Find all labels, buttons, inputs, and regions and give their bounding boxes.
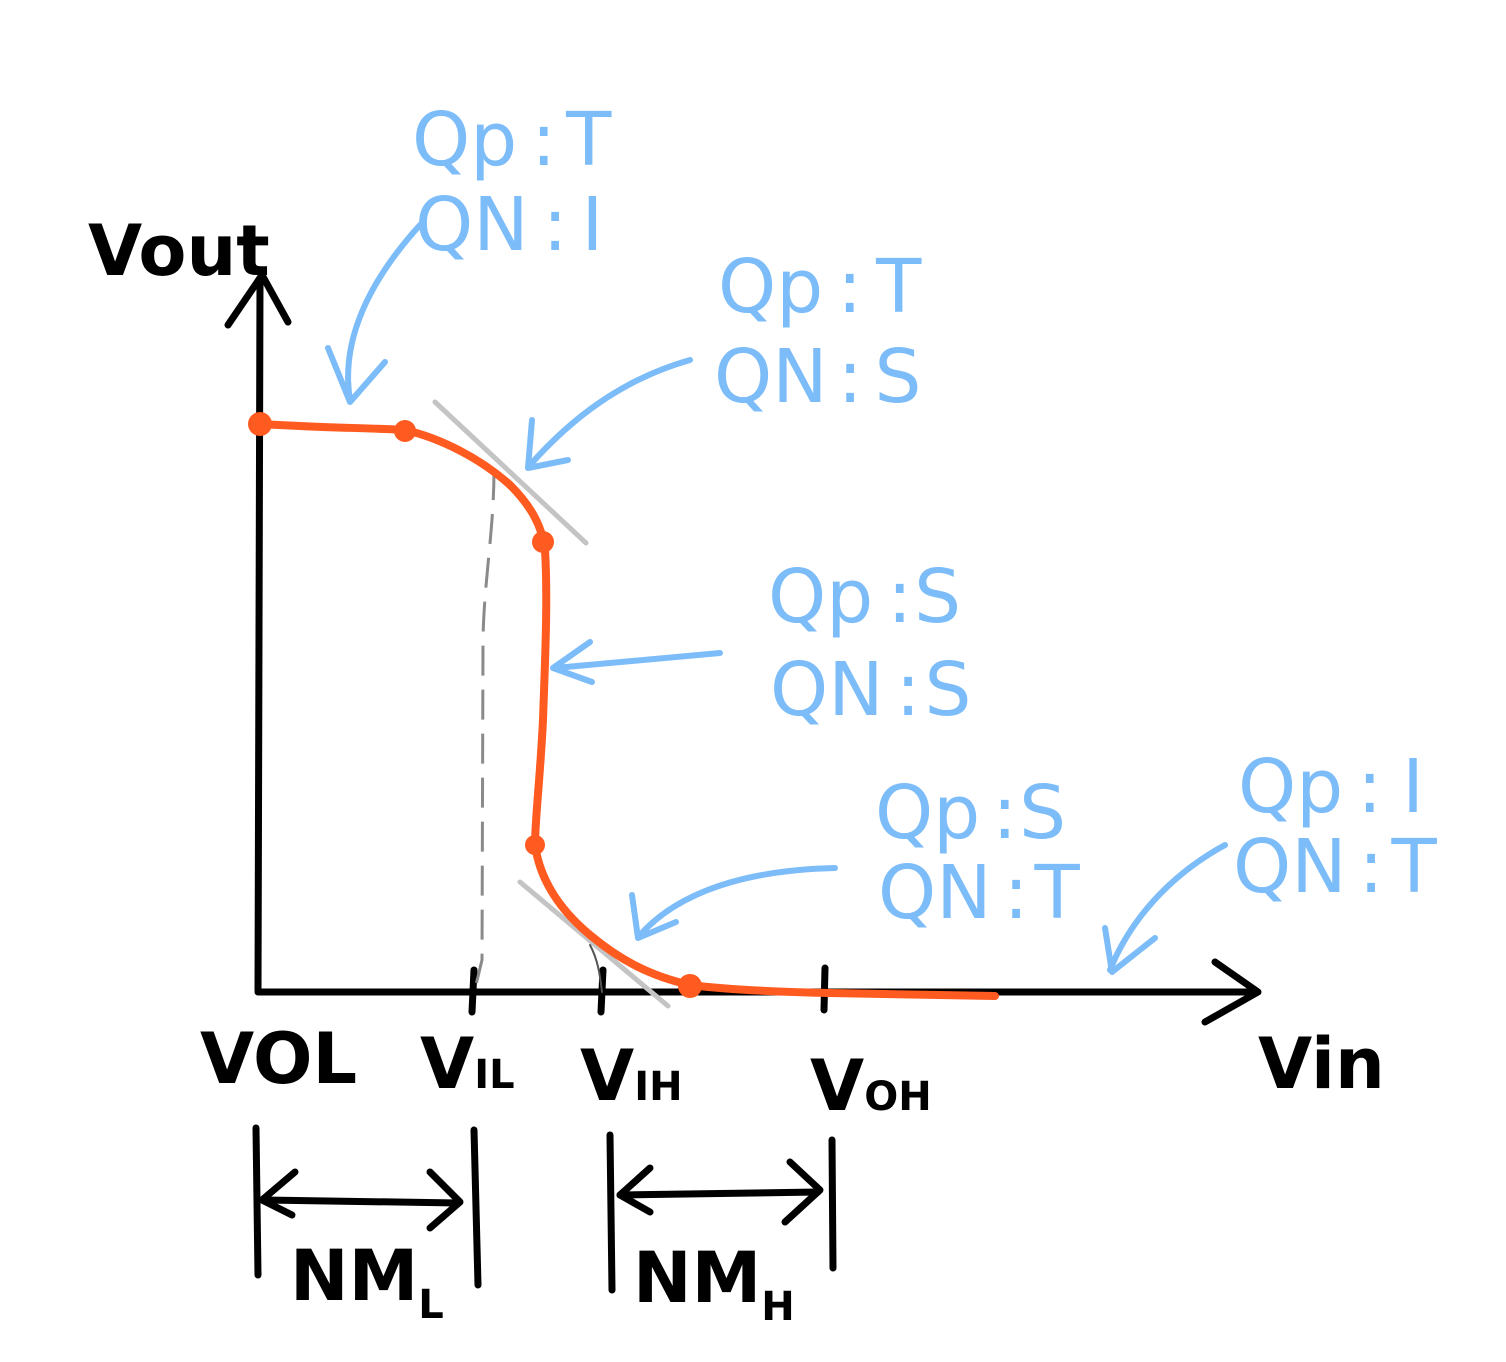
nmh-left-bar bbox=[606, 1131, 616, 1294]
noise-margin-high: NMH bbox=[606, 1131, 837, 1330]
tick-label-vol: VOL bbox=[200, 1018, 357, 1100]
nml-arrowhead-right bbox=[426, 1168, 464, 1232]
tick-label-voh: VOH bbox=[810, 1045, 932, 1127]
nml-label: NML bbox=[290, 1235, 444, 1328]
marker-lower-knee bbox=[525, 835, 545, 855]
annotation-5-arrow bbox=[1107, 842, 1228, 973]
tick-label-vih-main: V bbox=[580, 1035, 634, 1117]
annotation-1-qn: QN:I bbox=[415, 182, 603, 268]
nml-left-bar bbox=[252, 1124, 262, 1279]
annotation-1-arrowhead bbox=[325, 345, 388, 405]
tick-label-voh-sub: OH bbox=[864, 1074, 931, 1120]
tangent-lower-inner bbox=[589, 944, 603, 993]
annotation-2-qp: Qp:T bbox=[718, 244, 922, 330]
x-axis-label: Vin bbox=[1258, 1023, 1385, 1105]
nmh-right-bar bbox=[828, 1136, 837, 1272]
annotation-saturation-region: Qp:S QN:S bbox=[550, 554, 972, 733]
annotation-5-qp: Qp:I bbox=[1238, 744, 1424, 830]
marker-vil-region bbox=[394, 420, 416, 442]
nml-right-bar bbox=[470, 1126, 482, 1289]
annotation-5-arrowhead bbox=[1102, 925, 1158, 975]
nml-arrowhead-left bbox=[258, 1168, 299, 1219]
vil-dashed-guide bbox=[474, 469, 496, 986]
tick-label-vih: VIH bbox=[580, 1035, 683, 1117]
annotation-upper-transition: Qp:T QN:S bbox=[525, 244, 922, 471]
transfer-curve bbox=[254, 420, 999, 1000]
tick-label-vil-sub: IL bbox=[474, 1052, 514, 1098]
annotation-1-qp: Qp:T bbox=[412, 97, 612, 183]
y-axis-arrowhead bbox=[224, 271, 292, 329]
annotation-3-qp: Qp:S bbox=[768, 554, 961, 640]
nmh-arrowhead-left bbox=[616, 1164, 654, 1216]
annotation-3-arrow bbox=[552, 650, 723, 671]
annotation-lower-transition: Qp:S QN:T bbox=[629, 770, 1081, 941]
y-axis-label: Vout bbox=[88, 210, 270, 292]
tangent-upper bbox=[432, 399, 589, 546]
marker-upper-tangent bbox=[532, 531, 554, 553]
annotation-2-qn: QN:S bbox=[714, 334, 922, 420]
tick-label-vil: VIL bbox=[420, 1023, 515, 1105]
annotation-2-arrowhead bbox=[525, 417, 571, 471]
tangent-lower bbox=[517, 879, 671, 1009]
annotation-1-arrow bbox=[345, 222, 423, 403]
tick-label-vih-sub: IH bbox=[634, 1064, 682, 1110]
annotation-cutoff-region: Qp:T QN:I bbox=[325, 97, 612, 405]
nmh-arrow-line bbox=[616, 1188, 822, 1199]
annotation-4-arrow bbox=[637, 865, 838, 938]
curve-markers bbox=[248, 412, 702, 998]
nmh-label: NMH bbox=[633, 1237, 795, 1330]
marker-start bbox=[248, 412, 272, 436]
annotation-3-arrowhead bbox=[550, 639, 595, 685]
tick-vil bbox=[468, 966, 478, 1016]
nml-arrow-line bbox=[261, 1196, 462, 1207]
annotation-2-arrow bbox=[527, 357, 693, 468]
nmh-arrowhead-right bbox=[781, 1158, 824, 1226]
noise-margin-low: NML bbox=[252, 1124, 482, 1328]
marker-bottom bbox=[678, 974, 702, 998]
x-axis-arrowhead bbox=[1201, 958, 1262, 1026]
annotation-5-qn: QN:T bbox=[1233, 824, 1438, 910]
annotation-4-arrowhead bbox=[629, 892, 679, 941]
annotation-3-qn: QN:S bbox=[770, 647, 972, 733]
annotation-4-qn: QN:T bbox=[878, 850, 1081, 936]
annotation-nmos-linear: Qp:I QN:T bbox=[1102, 744, 1438, 975]
tick-label-vil-main: V bbox=[420, 1023, 474, 1105]
tick-label-voh-main: V bbox=[810, 1045, 864, 1127]
y-axis bbox=[254, 276, 264, 994]
annotation-4-qp: Qp:S bbox=[875, 770, 1066, 856]
